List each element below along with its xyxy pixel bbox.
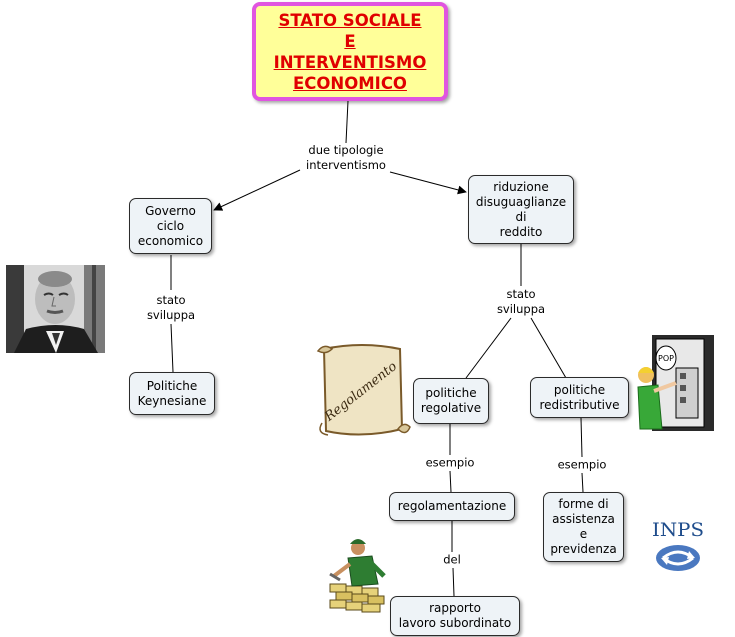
link-label-stato-left: stato sviluppa	[144, 293, 198, 323]
node-forme-assistenza[interactable]: forme di assistenza e previdenza	[543, 492, 624, 562]
regolamento-scroll-image: Regolamento	[316, 344, 411, 436]
edge-tipologie-riduzione	[389, 171, 467, 195]
link-label-stato-right: stato sviluppa	[494, 287, 548, 317]
edge-redistributive-esempio	[580, 417, 583, 458]
node-politiche-redistributive[interactable]: politiche redistributive	[530, 377, 629, 418]
node-politiche-keynesiane[interactable]: Politiche Keynesiane	[129, 372, 215, 415]
edge-esempio-assistenza	[581, 472, 584, 493]
edge-stato-keynesiane	[170, 323, 174, 373]
node-regolamentazione[interactable]: regolamentazione	[389, 492, 515, 521]
node-governo-ciclo[interactable]: Governo ciclo economico	[129, 198, 212, 254]
inps-logo-image: INPS	[652, 519, 704, 571]
edge-stato-redistributive	[530, 317, 567, 379]
map-title[interactable]: STATO SOCIALE E INTERVENTISMO ECONOMICO	[252, 2, 448, 101]
office-window-image: POP	[637, 335, 714, 431]
edge-tipologie-governo	[213, 169, 301, 211]
worker-bricklayer-image	[329, 539, 386, 613]
node-riduzione-disuguaglianze[interactable]: riduzione disuguaglianze di reddito	[468, 175, 574, 244]
node-politiche-regolative[interactable]: politiche regolative	[413, 378, 489, 424]
link-label-esempio-right: esempio	[555, 457, 609, 473]
edge-del-rapporto	[452, 567, 455, 597]
link-label-tipologie: due tipologie interventismo	[304, 143, 388, 173]
svg-text:POP: POP	[658, 354, 674, 363]
edge-esempio-regolamentazione	[449, 470, 452, 493]
inps-logo-text: INPS	[652, 519, 704, 541]
link-label-del: del	[441, 552, 463, 568]
keynes-portrait-image	[6, 265, 105, 353]
link-label-esempio-left: esempio	[423, 455, 477, 471]
edge-stato-regolative	[465, 317, 512, 379]
node-rapporto-lavoro[interactable]: rapporto lavoro subordinato	[390, 596, 520, 636]
edge-title-tipologie	[345, 100, 349, 144]
